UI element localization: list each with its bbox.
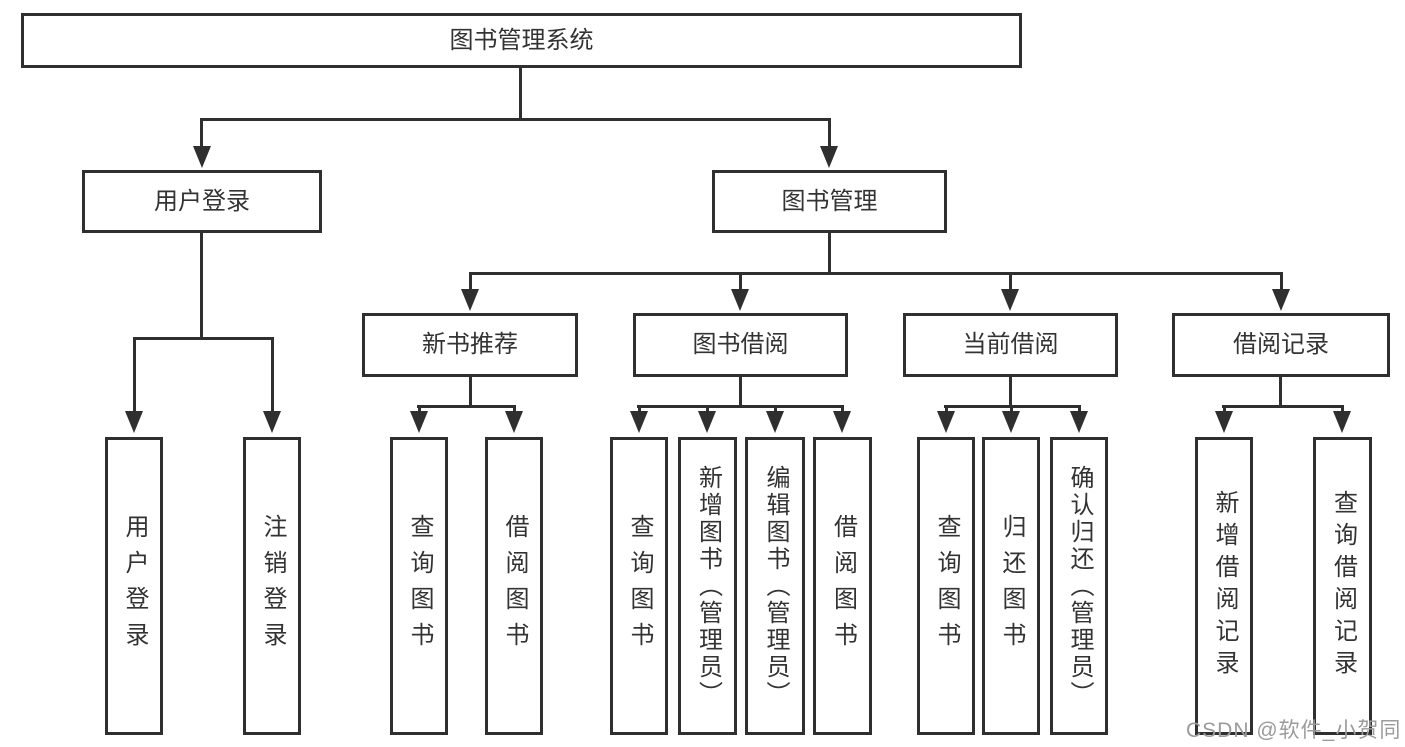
connector-level2-rail [200,118,831,121]
leaf-query-books-2-label: 查询图书 [626,514,653,658]
connector-level3-rail [469,272,1283,275]
leaf-confirm-return-admin-label: 确认归还（管理员） [1066,464,1093,708]
arrowhead-leaf-borrow1 [505,411,523,433]
leaf-borrow-books-2: 借阅图书 [813,437,872,735]
arrowhead-leaf-query2 [630,411,648,433]
leaf-return-book: 归还图书 [982,437,1040,735]
node-current-borrow: 当前借阅 [903,313,1118,377]
csdn-watermark: CSDN @软件_小贺同学 [1186,719,1402,742]
node-new-book-recommend: 新书推荐 [362,313,578,377]
leaf-user-login: 用户登录 [105,437,163,735]
leaf-confirm-return-admin: 确认归还（管理员） [1050,437,1108,735]
connector-to-user-login [200,118,203,150]
leaf-user-login-label: 用户登录 [121,514,148,658]
node-book-borrow: 图书借阅 [633,313,848,377]
connector-new-book-rail [417,405,516,408]
connector-to-current-borrow [1009,272,1012,294]
connector-book-borrow-stem [739,377,742,407]
leaf-edit-book-admin: 编辑图书（管理员） [745,437,805,735]
connector-to-leaf-logout [271,337,274,415]
connector-borrow-records-stem [1279,377,1282,407]
connector-root-stem [519,68,522,120]
node-user-login: 用户登录 [82,170,322,233]
node-book-management: 图书管理 [712,170,947,233]
leaf-query-books-2: 查询图书 [610,437,668,735]
leaf-add-book-admin-label: 新增图书（管理员） [694,464,722,708]
leaf-query-books-1-label: 查询图书 [406,514,433,658]
leaf-add-borrow-record-label: 新增借阅记录 [1211,490,1238,682]
arrowhead-leaf-edit-book [766,411,784,433]
connector-borrow-records-rail [1222,405,1344,408]
leaf-query-borrow-record: 查询借阅记录 [1313,437,1372,735]
connector-book-management-stem [828,233,831,275]
arrowhead-book-borrow [731,289,749,311]
connector-user-login-rail [133,337,274,340]
leaf-query-books-3-label: 查询图书 [933,514,960,658]
leaf-logout: 注销登录 [243,437,301,735]
leaf-borrow-books-2-label: 借阅图书 [829,514,857,658]
arrowhead-current-borrow [1001,289,1019,311]
arrowhead-leaf-return [1002,411,1020,433]
arrowhead-leaf-borrow2 [833,411,851,433]
connector-to-book-management [828,118,831,150]
leaf-return-book-label: 归还图书 [998,514,1025,658]
arrowhead-leaf-add-record [1215,411,1233,433]
connector-to-borrow-records [1280,272,1283,294]
arrowhead-leaf-logout [263,411,281,433]
arrowhead-book-management [820,146,838,168]
leaf-query-books-3: 查询图书 [917,437,975,735]
leaf-edit-book-admin-label: 编辑图书（管理员） [762,464,789,708]
connector-to-new-book [469,272,472,294]
leaf-query-borrow-record-label: 查询借阅记录 [1329,490,1357,682]
connector-new-book-stem [469,377,472,407]
arrowhead-borrow-records [1272,289,1290,311]
arrowhead-leaf-user-login [125,411,143,433]
leaf-borrow-books-1: 借阅图书 [485,437,543,735]
leaf-add-borrow-record: 新增借阅记录 [1195,437,1253,735]
leaf-borrow-books-1-label: 借阅图书 [501,514,528,658]
arrowhead-leaf-query1 [410,411,428,433]
arrowhead-leaf-query3 [937,411,955,433]
arrowhead-user-login [193,146,211,168]
node-root: 图书管理系统 [21,13,1022,68]
leaf-logout-label: 注销登录 [259,514,286,658]
connector-current-borrow-stem [1009,377,1012,407]
arrowhead-leaf-query-record [1333,411,1351,433]
arrowhead-leaf-confirm-return [1070,411,1088,433]
connector-book-borrow-rail [637,405,844,408]
leaf-add-book-admin: 新增图书（管理员） [678,437,737,735]
arrowhead-leaf-add-book [698,411,716,433]
connector-to-book-borrow [739,272,742,294]
connector-to-leaf-user-login [133,337,136,415]
node-borrow-records: 借阅记录 [1172,313,1390,377]
leaf-query-books-1: 查询图书 [390,437,448,735]
connector-user-login-stem [200,233,203,340]
arrowhead-new-book [461,289,479,311]
